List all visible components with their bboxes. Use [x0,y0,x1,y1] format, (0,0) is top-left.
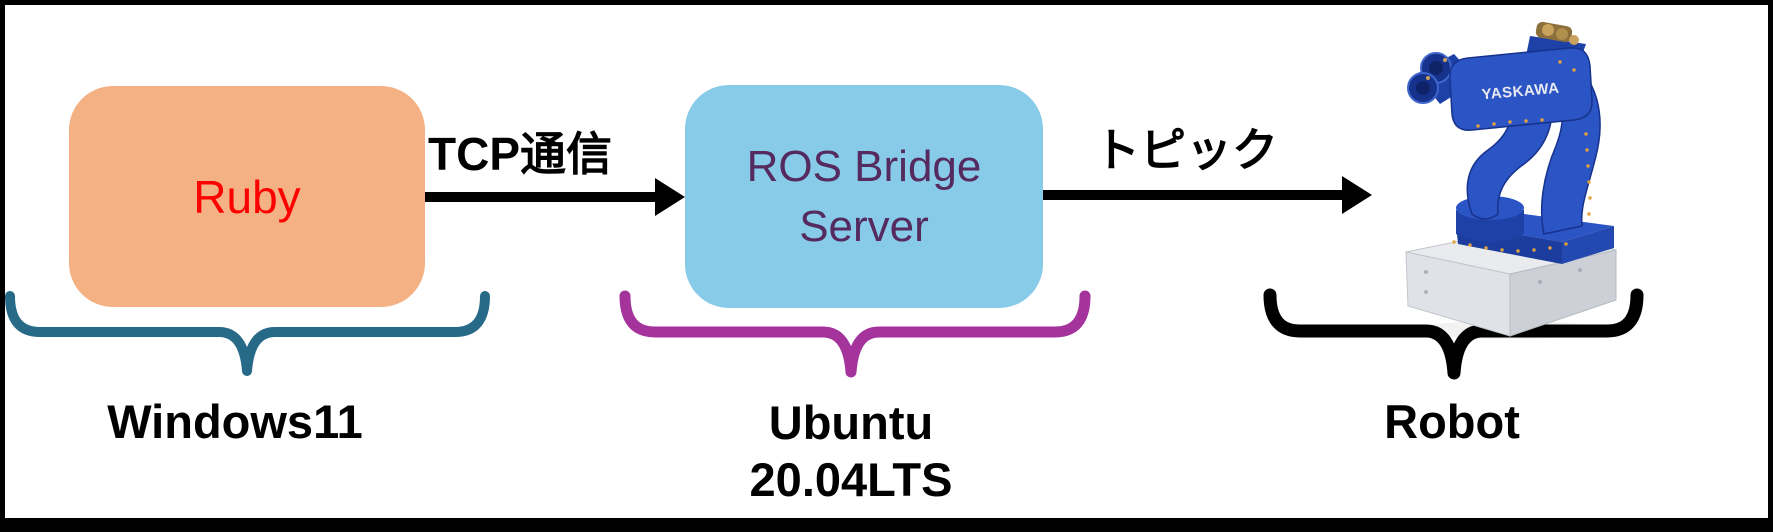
topic-arrow-line [1043,190,1343,200]
ubuntu-brace [619,290,1091,378]
node-ros-label-line1: ROS Bridge [746,141,982,191]
tcp-arrow-line [425,192,658,202]
group-label-windows: Windows11 [107,395,363,448]
node-ruby-label: Ruby [193,170,301,223]
tcp-arrow-label: TCP通信 [428,128,612,180]
topic-arrow-label: トピック [1094,124,1278,176]
node-ruby: Ruby [69,86,425,307]
windows-brace [5,291,490,376]
group-label-ubuntu-line2: 20.04LTS [749,453,953,506]
topic-arrow-head-icon [1342,176,1372,214]
tcp-arrow-head-icon [655,178,685,216]
robot-arm-upper: YASKAWA [1449,47,1593,131]
group-label-robot: Robot [1384,395,1520,448]
node-ros-label: ROS Bridge Server [747,137,982,257]
node-ros-label-line2: Server [799,201,929,251]
node-ros-bridge-server: ROS Bridge Server [685,85,1043,308]
group-label-ubuntu-line1: Ubuntu [768,396,934,449]
robot-brace [1263,288,1644,380]
robot-image: YASKAWA [1405,21,1617,339]
robot-brand-label: YASKAWA [1481,80,1560,104]
robot-rivet-dots [1452,60,1592,253]
